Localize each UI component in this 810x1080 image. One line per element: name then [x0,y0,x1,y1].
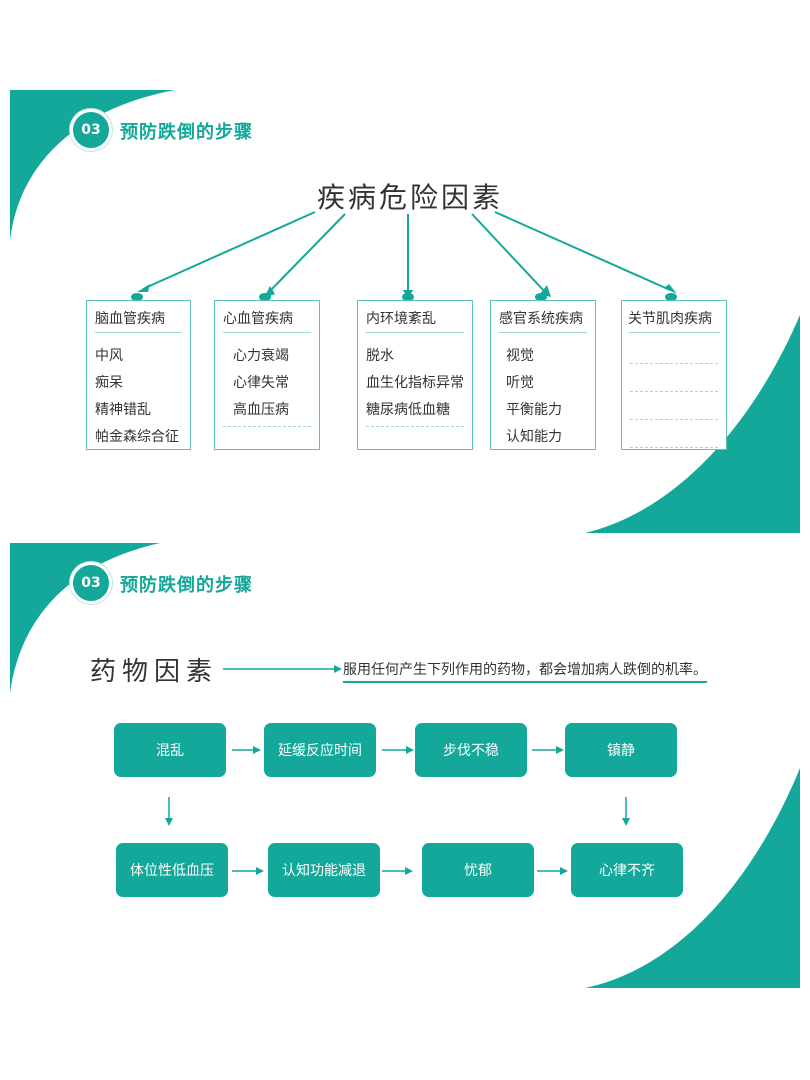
flow-arrows [165,665,630,875]
list-item: 帕金森综合征 [95,429,179,445]
section-title: 预防跌倒的步骤 [120,575,253,596]
list-item: 糖尿病低血糖 [366,402,450,418]
effect-orthostatic-hypotension: 体位性低血压 [116,843,228,897]
empty-line [223,426,311,427]
section-number-badge: 03 [70,562,112,604]
list-item: 脱水 [366,348,394,364]
badge-text: 03 [81,122,101,138]
list-item: 痴呆 [95,375,123,391]
section-number-badge: 03 [70,109,112,151]
effect-arrhythmia: 心律不齐 [571,843,683,897]
list-item: 精神错乱 [95,402,151,418]
effect-confusion: 混乱 [114,723,226,777]
section-title: 预防跌倒的步骤 [120,122,253,143]
category-cardiovascular: 心血管疾病 心力衰竭 心律失常 高血压病 [214,300,320,450]
page-title: 疾病危险因素 [317,181,504,214]
effect-depression: 忧郁 [422,843,534,897]
category-title: 脑血管疾病 [95,308,182,333]
badge-text: 03 [81,575,101,591]
category-title: 心血管疾病 [223,308,311,333]
list-item: 中风 [95,348,123,364]
empty-line [630,427,718,448]
empty-line [630,371,718,392]
list-item: 视觉 [506,348,534,364]
effect-sedation: 镇静 [565,723,677,777]
category-cerebrovascular: 脑血管疾病 中风 痴呆 精神错乱 帕金森综合征 [86,300,191,450]
slide-background [10,90,800,533]
category-sensory-system: 感官系统疾病 视觉 听觉 平衡能力 认知能力 [490,300,596,450]
category-joint-muscle: 关节肌肉疾病 [621,300,727,450]
list-item: 听觉 [506,375,534,391]
connector-lines [131,211,677,301]
list-item: 高血压病 [233,402,289,418]
effect-slowed-reaction: 延缓反应时间 [264,723,376,777]
category-title: 内环境紊乱 [366,308,464,333]
category-internal-environment: 内环境紊乱 脱水 血生化指标异常 糖尿病低血糖 [357,300,473,450]
page-title: 药物因素 [90,657,219,687]
category-title: 关节肌肉疾病 [628,308,720,333]
empty-line [630,343,718,364]
list-item: 心律失常 [233,375,289,391]
effect-unsteady-gait: 步伐不稳 [415,723,527,777]
list-item: 血生化指标异常 [366,375,464,391]
effect-cognitive-decline: 认知功能减退 [268,843,380,897]
empty-line [366,426,464,427]
list-item: 心力衰竭 [233,348,289,364]
category-title: 感官系统疾病 [499,308,587,333]
medication-note: 服用任何产生下列作用的药物，都会增加病人跌倒的机率。 [343,659,707,683]
slide-disease-risk: 03 预防跌倒的步骤 疾病危险因素 脑血管疾病 中风 痴呆 [10,90,800,533]
list-item: 认知能力 [506,429,562,445]
list-item: 平衡能力 [506,402,562,418]
empty-line [630,399,718,420]
slide-background [10,543,800,988]
slide-medication-risk: 03 预防跌倒的步骤 药物因素 [10,543,800,988]
